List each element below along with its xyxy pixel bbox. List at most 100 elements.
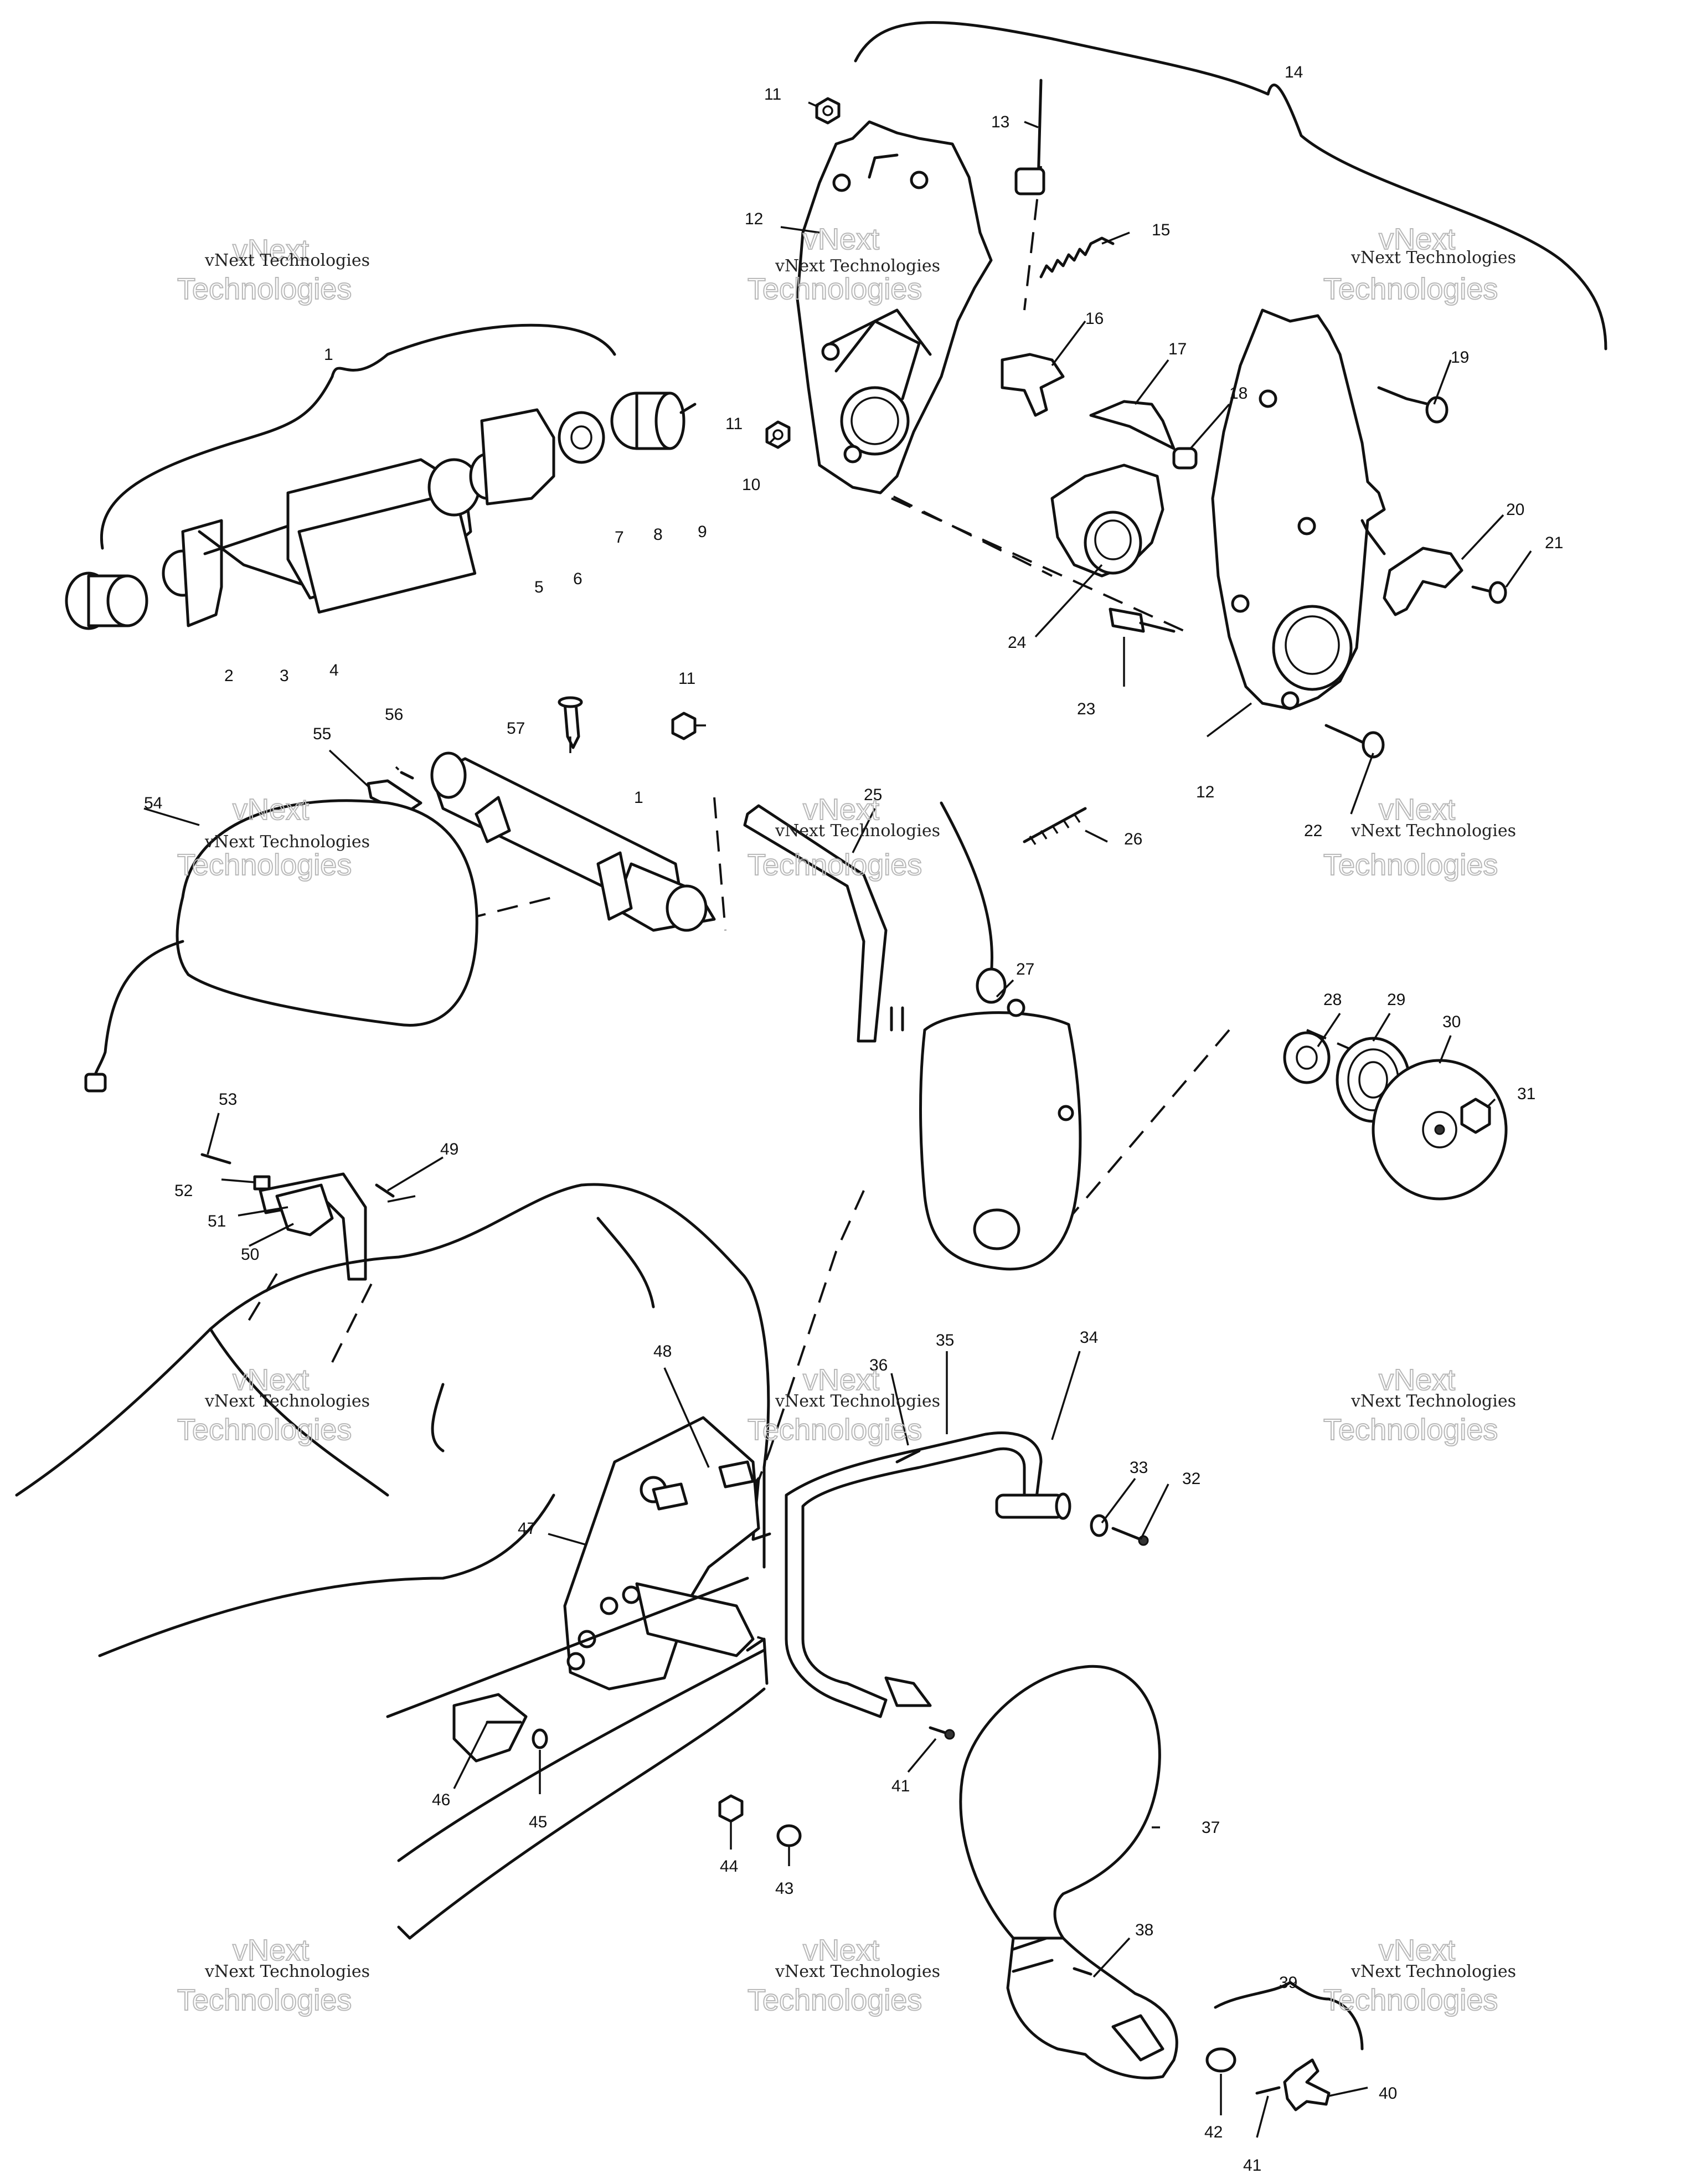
callout-18: 18 [1229,384,1248,403]
callout-9: 9 [698,523,707,541]
watermark-8: vNext vNext Technologies Technologies [747,1363,940,1447]
callout-26: 26 [1124,830,1142,848]
svg-text:vNext Technologies: vNext Technologies [1351,248,1516,267]
watermark-2: vNext vNext Technologies Technologies [747,222,940,306]
handle-bracket [1383,547,1463,616]
svg-text:vNext Technologies: vNext Technologies [775,1962,940,1981]
paddle-37 [959,1665,1178,2080]
callout-41-mid: 41 [891,1777,910,1795]
callout-41-low: 41 [1243,2156,1261,2175]
watermark-3: vNext vNext Technologies Technologies [1323,222,1516,306]
svg-text:Technologies: Technologies [177,272,352,306]
callout-34: 34 [1080,1328,1098,1347]
svg-text:Technologies: Technologies [1323,1413,1498,1446]
callout-45: 45 [529,1813,547,1831]
watermark-7: vNext vNext Technologies Technologies [177,1363,370,1447]
callout-15: 15 [1152,221,1170,239]
callout-57: 57 [507,719,525,738]
callout-8: 8 [653,526,663,544]
drive-cover-right [1211,308,1386,710]
recoil-housing [919,801,1082,1271]
callout-1-mid: 1 [634,789,643,807]
bolt-lower-right [1324,724,1385,759]
svg-text:vNext: vNext [233,1363,309,1397]
knob-46 [452,1693,528,1763]
watermark-5: vNext vNext Technologies Technologies [747,792,940,882]
bolts-48 [652,1460,755,1511]
washer-43 [776,1824,802,1847]
callout-1-top: 1 [324,346,333,364]
callout-22: 22 [1304,822,1322,840]
pulley-disk [1372,1059,1508,1201]
rivet-49 [375,1183,395,1198]
callout-17: 17 [1168,340,1187,358]
callout-13: 13 [991,113,1009,131]
svg-text:Technologies: Technologies [748,272,922,306]
ratchet-pulley [1050,463,1164,578]
screw-38 [1073,1967,1092,1976]
grab-handle [743,804,888,1043]
brace-assembly-14 [854,21,1607,351]
callout-4: 4 [329,661,339,679]
back-cushion [84,799,478,1093]
svg-text:vNext: vNext [233,1934,309,1967]
svg-text:Technologies: Technologies [1323,1984,1498,2017]
svg-text:vNext Technologies: vNext Technologies [775,821,940,841]
callout-56: 56 [385,705,403,724]
seat-body [15,1183,770,1657]
watermark-1: vNext vNext Technologies Technologies [177,233,370,306]
svg-text:vNext Technologies: vNext Technologies [775,256,940,276]
svg-text:Technologies: Technologies [177,1984,352,2017]
spacer-42 [1205,2047,1236,2073]
svg-text:vNext Technologies: vNext Technologies [204,251,370,270]
wing-nut-40 [1283,2058,1331,2111]
svg-text:Technologies: Technologies [748,1413,922,1446]
clip-52 [253,1175,271,1191]
callout-40: 40 [1379,2084,1397,2103]
svg-text:vNext Technologies: vNext Technologies [1351,1962,1516,1981]
svg-text:vNext: vNext [233,793,309,826]
svg-text:vNext Technologies: vNext Technologies [204,1392,370,1411]
callout-47: 47 [518,1519,536,1538]
callout-51: 51 [208,1212,226,1230]
tick-marks [890,1006,904,1032]
callout-3: 3 [280,667,289,685]
brace-assembly-39 [1214,1981,1364,2051]
callout-6: 6 [573,570,583,588]
callout-14: 14 [1285,63,1303,81]
callout-42: 42 [1204,2123,1223,2141]
screw-small-right [1471,581,1507,604]
callout-25: 25 [864,786,882,804]
hook-bracket-50 [259,1172,367,1281]
callout-19: 19 [1451,348,1469,367]
mount-plate-47 [563,1416,760,1691]
callout-37: 37 [1202,1819,1220,1837]
callout-21: 21 [1545,534,1563,552]
svg-text:vNext Technologies: vNext Technologies [1351,821,1516,841]
callout-53: 53 [219,1090,237,1109]
watermark-12: vNext vNext Technologies Technologies [1323,1933,1516,2017]
svg-text:vNext: vNext [1379,1363,1455,1397]
callout-16: 16 [1085,310,1104,328]
watermark-10: vNext vNext Technologies Technologies [177,1933,370,2017]
seat-rail [386,1577,769,1940]
nut-upper [815,97,841,125]
pin-57 [558,696,583,749]
leader-lines [143,101,1532,2138]
svg-text:Technologies: Technologies [177,1413,352,1446]
callout-24: 24 [1008,633,1026,652]
callout-35: 35 [936,1331,954,1349]
spring [1039,236,1115,279]
svg-text:Technologies: Technologies [1323,848,1498,882]
callout-48: 48 [653,1342,672,1361]
callout-2: 2 [224,667,234,685]
callout-11-mid: 11 [725,415,743,433]
callout-29: 29 [1387,991,1405,1009]
callout-5: 5 [534,578,544,596]
callout-27: 27 [1016,960,1034,978]
callout-54: 54 [144,794,162,812]
screw-41-low [1255,2086,1281,2095]
pawl [1089,400,1176,450]
